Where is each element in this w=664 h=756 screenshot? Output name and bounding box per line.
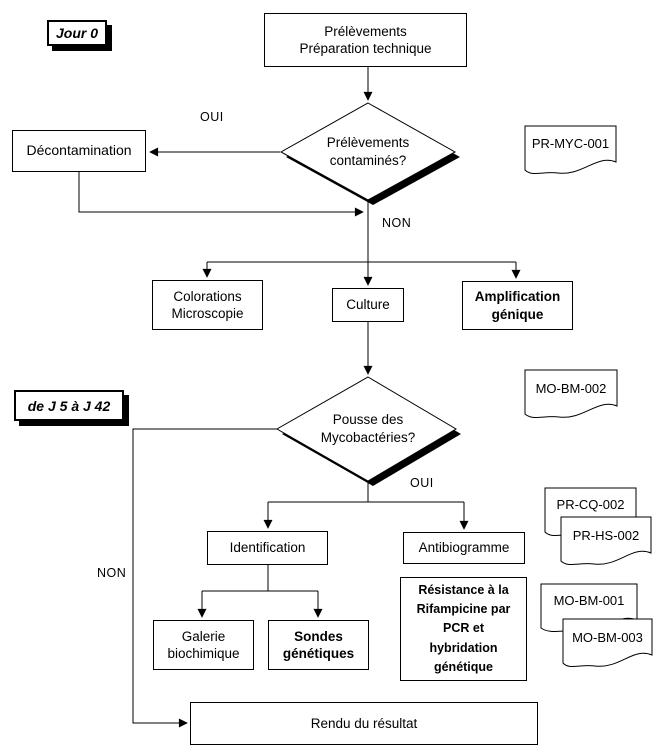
process-identification: Identification xyxy=(207,531,328,565)
document-pr-myc-001-shape xyxy=(524,125,617,174)
document-pr-hs-002-label: PR-HS-002 xyxy=(572,528,640,543)
document-pr-hs-002-shape xyxy=(560,516,652,565)
process-colorations-microscopie: Colorations Microscopie xyxy=(152,280,263,330)
edge-label-oui-1: OUI xyxy=(200,110,224,124)
process-amplification-genique: Amplification génique xyxy=(462,281,573,330)
connector-lines xyxy=(78,67,521,728)
process-antibiogramme: Antibiogramme xyxy=(403,532,525,564)
edge-label-oui-2: OUI xyxy=(410,476,434,490)
decision-pousse-label: Pousse des Mycobactéries? xyxy=(320,412,416,445)
edge-label-non-1: NON xyxy=(382,216,412,230)
decision-contamines-shape xyxy=(279,102,457,201)
tag-jour-0: Jour 0 xyxy=(47,20,107,46)
document-mo-bm-002-label: MO-BM-002 xyxy=(535,381,607,396)
document-mo-bm-003-shape xyxy=(562,618,653,667)
process-culture: Culture xyxy=(332,288,404,322)
process-decontamination: Décontamination xyxy=(12,130,146,172)
arrow-decontamination-loop xyxy=(78,172,364,217)
process-galerie-biochimique: Galerie biochimique xyxy=(153,620,254,670)
process-prelevements-preparation: Prélèvements Préparation technique xyxy=(264,13,467,67)
document-mo-bm-001-label: MO-BM-001 xyxy=(553,593,625,608)
document-mo-bm-003-label: MO-BM-003 xyxy=(572,630,643,645)
process-resistance-rifampicine: Résistance à la Rifampicine par PCR et h… xyxy=(400,577,527,681)
tag-de-j5-a-j42: de J 5 à J 42 xyxy=(14,390,124,421)
decision-contamines-label: Prélèvements contaminés? xyxy=(326,135,410,168)
document-pr-myc-001-label: PR-MYC-001 xyxy=(531,136,610,151)
arrow-non-to-rendu xyxy=(132,428,277,728)
document-pr-cq-002-label: PR-CQ-002 xyxy=(556,497,625,512)
process-rendu-du-resultat: Rendu du résultat xyxy=(190,702,538,745)
process-sondes-genetiques: Sondes génétiques xyxy=(268,620,369,670)
decision-pousse-shape xyxy=(275,376,457,482)
document-mo-bm-002-shape xyxy=(524,369,618,418)
edge-label-non-2: NON xyxy=(97,566,127,580)
